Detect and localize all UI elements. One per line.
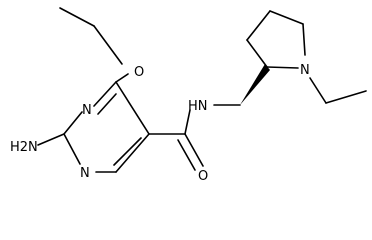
amine-label: H2N <box>10 140 38 155</box>
bond-c6-ether-o <box>115 73 129 83</box>
ether-oxygen-label: O <box>134 65 144 80</box>
pyrrolidine-n-label: N <box>300 63 310 78</box>
ring-n-top-label: N <box>82 103 92 118</box>
ring-bond-n1-c6-inner <box>97 93 117 115</box>
bond-carbonyl-c-o-double <box>177 139 196 171</box>
pyrrolidine-bond-c5-n <box>302 23 306 56</box>
amide-nh-label: HN <box>188 99 208 114</box>
ring-bond-c5-c4-inner <box>113 137 142 166</box>
carbonyl-oxygen-label: O <box>198 169 208 184</box>
pyrrolidine-bond-c2-c3 <box>246 39 268 68</box>
structure-drawing: N N H2N O HN O N <box>10 7 367 184</box>
ring-bond-c6-c5 <box>115 81 150 135</box>
pyrrolidine-bond-n-c2 <box>266 66 299 69</box>
pyrrolidine-bond-c4-c5 <box>269 10 304 25</box>
bond-c2-amine <box>37 133 65 146</box>
ring-n-bottom-label: N <box>80 166 90 181</box>
bond-carbonyl-c-o <box>184 133 204 167</box>
ring-bond-n3-c2 <box>63 133 81 165</box>
ring-bond-c5-c4 <box>115 133 150 173</box>
ring-bond-c2-n1 <box>63 111 83 135</box>
bond-ether-o-ch2 <box>93 25 123 65</box>
molecule-canvas: N N H2N O HN O N <box>10 7 367 184</box>
bond-carbonyl-c-nh <box>184 109 191 135</box>
pyrrolidine-bond-c3-c4 <box>246 10 271 41</box>
ring-bond-n1-c6 <box>93 81 117 107</box>
stereo-wedge-bond <box>240 64 270 105</box>
bond-ethyl-ch2-ch3-right <box>325 90 367 104</box>
bond-n-ethyl-ch2 <box>309 77 327 104</box>
bond-ethyl-ch2-ch3 <box>59 7 95 27</box>
